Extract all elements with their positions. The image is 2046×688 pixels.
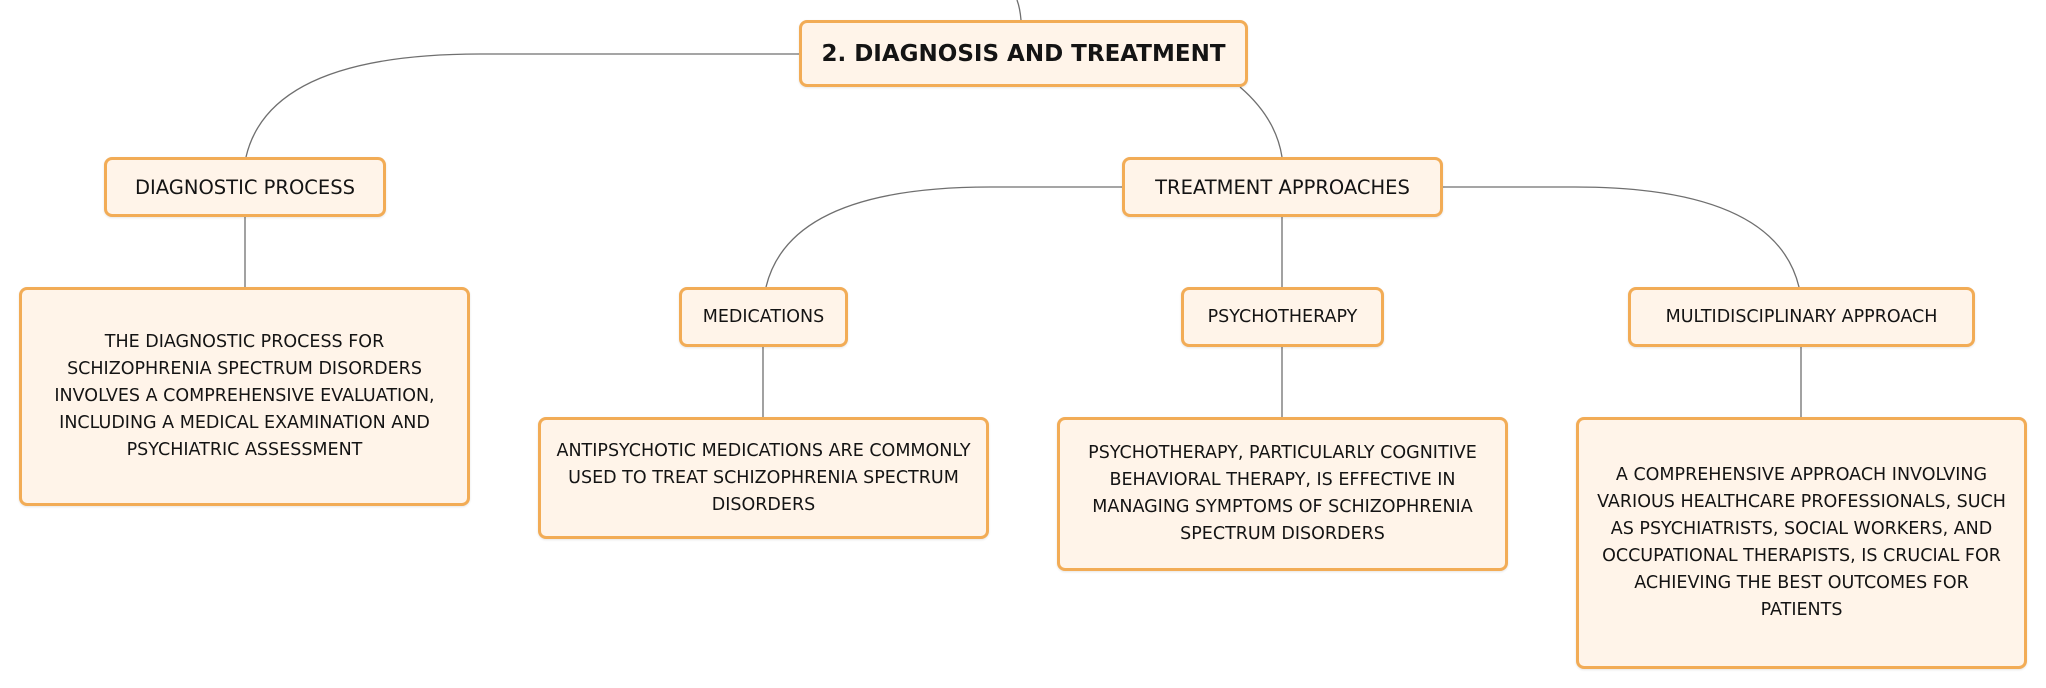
node-multidisciplinary-approach[interactable]: MULTIDISCIPLINARY APPROACH bbox=[1628, 287, 1975, 347]
node-psychotherapy[interactable]: PSYCHOTHERAPY bbox=[1181, 287, 1384, 347]
node-treatment-approaches[interactable]: TREATMENT APPROACHES bbox=[1122, 157, 1443, 217]
node-medications-label: MEDICATIONS bbox=[702, 307, 825, 327]
node-multidisciplinary-approach-label: MULTIDISCIPLINARY APPROACH bbox=[1665, 307, 1938, 327]
node-medications[interactable]: MEDICATIONS bbox=[679, 287, 848, 347]
node-treatment-approaches-label: TREATMENT APPROACHES bbox=[1155, 175, 1410, 199]
root-node-title: 2. DIAGNOSIS AND TREATMENT bbox=[821, 40, 1226, 67]
node-multidisciplinary-detail[interactable]: A COMPREHENSIVE APPROACH INVOLVING VARIO… bbox=[1576, 417, 2027, 669]
connector-root-to-treatment bbox=[1239, 86, 1283, 158]
connector-treatment-to-medications bbox=[765, 186, 1122, 288]
node-diagnostic-process[interactable]: DIAGNOSTIC PROCESS bbox=[104, 157, 386, 217]
node-psychotherapy-detail[interactable]: PSYCHOTHERAPY, PARTICULARLY COGNITIVE BE… bbox=[1057, 417, 1508, 571]
connector-root-to-diagnostic bbox=[245, 53, 799, 158]
psychotherapy-detail-text: PSYCHOTHERAPY, PARTICULARLY COGNITIVE BE… bbox=[1088, 443, 1477, 544]
node-diagnostic-process-detail[interactable]: THE DIAGNOSTIC PROCESS FOR SCHIZOPHRENIA… bbox=[19, 287, 470, 506]
diagnostic-process-detail-text: THE DIAGNOSTIC PROCESS FOR SCHIZOPHRENIA… bbox=[54, 332, 435, 460]
multidisciplinary-detail-text: A COMPREHENSIVE APPROACH INVOLVING VARIO… bbox=[1597, 465, 2006, 620]
node-diagnostic-process-label: DIAGNOSTIC PROCESS bbox=[134, 175, 355, 199]
node-psychotherapy-label: PSYCHOTHERAPY bbox=[1207, 307, 1358, 327]
connector-treatment-to-multidisciplinary bbox=[1443, 186, 1800, 288]
connector-parent-to-root bbox=[1016, 0, 1022, 21]
node-medications-detail[interactable]: ANTIPSYCHOTIC MEDICATIONS ARE COMMONLY U… bbox=[538, 417, 989, 539]
root-node[interactable]: 2. DIAGNOSIS AND TREATMENT bbox=[799, 20, 1248, 87]
medications-detail-text: ANTIPSYCHOTIC MEDICATIONS ARE COMMONLY U… bbox=[556, 440, 971, 515]
